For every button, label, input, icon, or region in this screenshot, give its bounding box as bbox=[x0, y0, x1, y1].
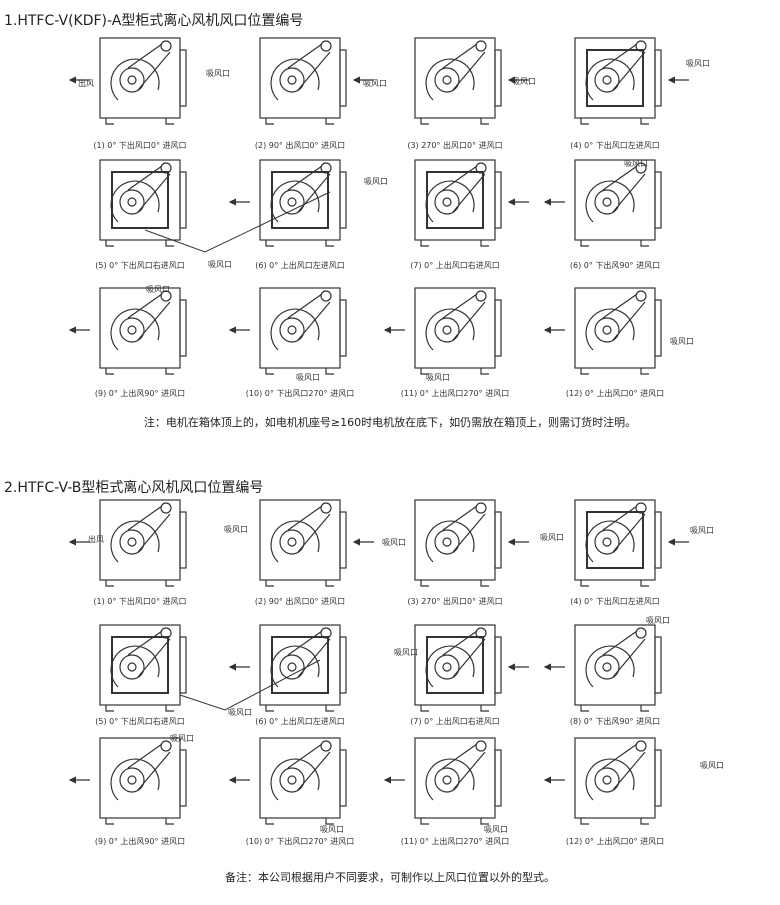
caption-1-10: (10) 0° 下出风口270° 进风口 bbox=[246, 388, 354, 398]
s1-inlet-label-9: 吸风口 bbox=[146, 285, 170, 294]
fan-unit-1-9 bbox=[68, 287, 187, 375]
s1-inlet-label-11: 吸风口 bbox=[426, 373, 450, 382]
caption-2-9: (9) 0° 上出风90° 进风口 bbox=[95, 836, 185, 846]
fan-unit-2-11 bbox=[383, 737, 502, 825]
fan-unit-1-5 bbox=[99, 159, 187, 247]
caption-1-3: (3) 270° 出风口0° 进风口 bbox=[407, 140, 502, 150]
s2-inlet-label-7: 吸风口 bbox=[394, 648, 418, 657]
caption-2-6: (6) 0° 上出风口左进风口 bbox=[255, 716, 345, 726]
caption-1-9: (9) 0° 上出风90° 进风口 bbox=[95, 388, 185, 398]
caption-2-1: (1) 0° 下出风口0° 进风口 bbox=[93, 596, 186, 606]
s2-inlet-label-4: 吸风口 bbox=[690, 526, 714, 535]
s2-inlet-label-11: 吸风口 bbox=[484, 825, 508, 834]
s1-inlet-label-5: 吸风口 bbox=[208, 260, 232, 269]
fan-unit-1-11 bbox=[383, 287, 502, 375]
s2-inlet-label-1: 吸风口 bbox=[224, 525, 248, 534]
caption-2-10: (10) 0° 下出风口270° 进风口 bbox=[246, 836, 354, 846]
caption-2-2: (2) 90° 出风口0° 进风口 bbox=[255, 596, 345, 606]
fan-unit-1-1 bbox=[68, 37, 187, 125]
caption-1-8: (6) 0° 下出风90° 进风口 bbox=[570, 260, 660, 270]
section1-note: 注：电机在箱体顶上的，如电机机座号≥160时电机放在底下，如仍需放在箱顶上，则需… bbox=[143, 416, 637, 429]
caption-2-4: (4) 0° 下出风口左进风口 bbox=[570, 596, 660, 606]
fan-unit-1-4 bbox=[574, 37, 689, 125]
fan-unit-2-6 bbox=[228, 624, 347, 712]
caption-2-11: (11) 0° 上出风口270° 进风口 bbox=[401, 836, 509, 846]
fan-unit-2-2 bbox=[259, 499, 374, 587]
caption-2-7: (7) 0° 上出风口右进风口 bbox=[410, 716, 500, 726]
s2-inlet-label-5: 吸风口 bbox=[228, 708, 252, 717]
fan-unit-1-7 bbox=[414, 159, 529, 247]
s1-inlet-label-3: 吸风口 bbox=[512, 77, 536, 86]
caption-1-1: (1) 0° 下出风口0° 进风口 bbox=[93, 140, 186, 150]
fan-unit-2-10 bbox=[228, 737, 347, 825]
fan-unit-2-8 bbox=[543, 624, 662, 712]
caption-1-7: (7) 0° 上出风口右进风口 bbox=[410, 260, 500, 270]
fan-unit-1-8 bbox=[543, 159, 662, 247]
fan-unit-2-5 bbox=[99, 624, 187, 712]
s1-outlet-label: 出风 bbox=[78, 78, 94, 88]
fan-unit-2-12 bbox=[543, 737, 662, 825]
s1-inlet-label-4: 吸风口 bbox=[686, 59, 710, 68]
s1-inlet-label-10: 吸风口 bbox=[296, 373, 320, 382]
s2-inlet-label-12: 吸风口 bbox=[700, 761, 724, 770]
fan-unit-2-3 bbox=[414, 499, 529, 587]
caption-1-12: (12) 0° 上出风口0° 进风口 bbox=[566, 388, 664, 398]
caption-1-11: (11) 0° 上出风口270° 进风口 bbox=[401, 388, 509, 398]
fan-unit-2-7 bbox=[414, 624, 529, 712]
fan-unit-1-3 bbox=[414, 37, 529, 125]
caption-1-6: (6) 0° 上出风口左进风口 bbox=[255, 260, 345, 270]
section1-title: 1.HTFC-V(KDF)-A型柜式离心风机风口位置编号 bbox=[4, 13, 304, 29]
caption-2-8: (8) 0° 下出风90° 进风口 bbox=[570, 716, 660, 726]
caption-2-3: (3) 270° 出风口0° 进风口 bbox=[407, 596, 502, 606]
s2-inlet-label-2: 吸风口 bbox=[382, 538, 406, 547]
caption-2-12: (12) 0° 上出风口0° 进风口 bbox=[566, 836, 664, 846]
section2-note: 备注：本公司根据用户不同要求，可制作以上风口位置以外的型式。 bbox=[225, 871, 555, 884]
fan-unit-2-9 bbox=[68, 737, 187, 825]
fan-unit-2-4 bbox=[574, 499, 689, 587]
s1-inlet-label-12: 吸风口 bbox=[670, 337, 694, 346]
fan-unit-1-6 bbox=[228, 159, 347, 247]
s1-inlet-label-7: 吸风口 bbox=[364, 177, 388, 186]
s1-inlet-label-8: 吸风口 bbox=[624, 159, 648, 168]
fan-unit-1-12 bbox=[543, 287, 662, 375]
s2-inlet-label-10: 吸风口 bbox=[320, 825, 344, 834]
s1-inlet-label-1: 吸风口 bbox=[206, 69, 230, 78]
section2-title: 2.HTFC-V-B型柜式离心风机风口位置编号 bbox=[4, 480, 264, 496]
s2-inlet-label-9: 吸风口 bbox=[170, 734, 194, 743]
fan-unit-1-10 bbox=[228, 287, 347, 375]
caption-1-5: (5) 0° 下出风口右进风口 bbox=[95, 260, 185, 270]
s2-inlet-label-8: 吸风口 bbox=[646, 616, 670, 625]
caption-2-5: (5) 0° 下出风口右进风口 bbox=[95, 716, 185, 726]
s2-outlet-label: 出风 bbox=[88, 534, 104, 544]
fan-unit-2-1 bbox=[68, 499, 187, 587]
s2-inlet-label-3: 吸风口 bbox=[540, 533, 564, 542]
caption-1-4: (4) 0° 下出风口左进风口 bbox=[570, 140, 660, 150]
s1-inlet-label-2: 吸风口 bbox=[363, 79, 387, 88]
caption-1-2: (2) 90° 出风口0° 进风口 bbox=[255, 140, 345, 150]
fan-unit-1-2 bbox=[259, 37, 374, 125]
